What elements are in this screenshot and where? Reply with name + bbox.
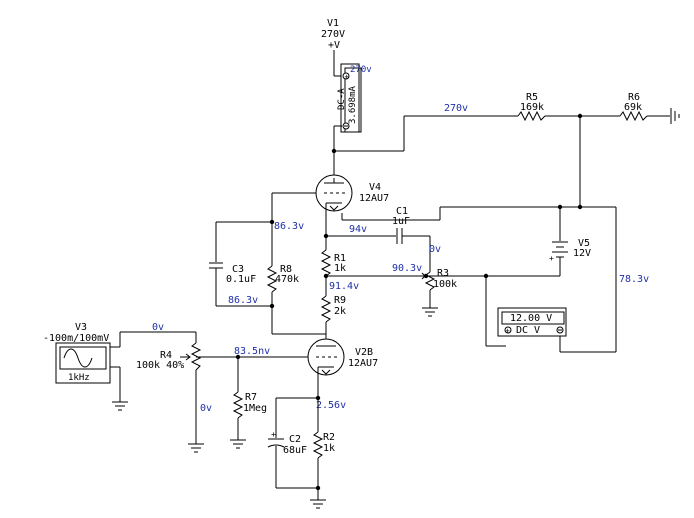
svg-text:R7: R7 [245, 392, 257, 403]
voltmeter-mode: DC V [516, 325, 540, 336]
net-86v-bottom: 86.3v [228, 295, 258, 306]
svg-text:+: + [506, 327, 510, 335]
svg-text:+: + [345, 73, 349, 81]
net-0v-input: 0v [152, 322, 164, 333]
c1-capacitor[interactable]: C1 1uF [392, 206, 410, 244]
svg-text:V1: V1 [327, 18, 339, 29]
svg-text:+: + [549, 254, 554, 263]
ground-right [670, 108, 680, 124]
svg-text:1Meg: 1Meg [243, 403, 267, 414]
svg-text:+: + [271, 430, 276, 439]
r9-resistor[interactable]: R9 2k [320, 295, 346, 323]
svg-text:270V: 270V [321, 29, 345, 40]
svg-text:12AU7: 12AU7 [348, 358, 378, 369]
r2-resistor[interactable]: R2 1k [312, 431, 335, 459]
svg-text:68uF: 68uF [283, 445, 307, 456]
ammeter-probe[interactable]: + DC-A 3.698mA 270v [337, 63, 372, 133]
ground-cathode [310, 499, 326, 509]
svg-text:R4: R4 [160, 350, 172, 361]
net-94v: 94v [349, 224, 367, 235]
svg-text:R6: R6 [628, 92, 640, 103]
svg-text:-100m/100mV: -100m/100mV [43, 333, 109, 344]
net-78v: 78.3v [619, 274, 649, 285]
v3-frequency: 1kHz [68, 373, 90, 383]
svg-text:V5: V5 [578, 238, 590, 249]
svg-text:169k: 169k [520, 102, 544, 113]
ground-r3 [422, 307, 438, 317]
svg-text:1k: 1k [323, 443, 335, 454]
r6-resistor[interactable]: R6 69k [619, 92, 648, 122]
v5-battery[interactable]: + V5 12V [549, 238, 591, 263]
net-86v-top: 86.3v [274, 221, 304, 232]
ground-v3 [112, 401, 128, 411]
svg-text:V3: V3 [75, 322, 87, 333]
svg-text:C2: C2 [289, 434, 301, 445]
net-90v: 90.3v [392, 263, 422, 274]
svg-text:R9: R9 [334, 295, 346, 306]
svg-text:R2: R2 [323, 432, 335, 443]
net-91v: 91.4v [329, 281, 359, 292]
svg-text:R5: R5 [526, 92, 538, 103]
r7-resistor[interactable]: R7 1Meg [232, 391, 267, 419]
net-83nv: 83.5nv [234, 346, 270, 357]
r1-resistor[interactable]: R1 1k [320, 249, 346, 277]
svg-text:C1: C1 [396, 206, 408, 217]
r8-resistor[interactable]: R8 470k [266, 264, 299, 293]
svg-text:12AU7: 12AU7 [359, 193, 389, 204]
ground-r4 [188, 443, 204, 453]
c2-capacitor[interactable]: + C2 68uF [267, 430, 307, 456]
svg-text:1uF: 1uF [392, 216, 410, 227]
net-0v-r4: 0v [200, 403, 212, 414]
v4-tube[interactable]: V4 12AU7 [315, 174, 389, 214]
ground-r7 [230, 439, 246, 449]
ammeter-reading: 3.698mA [348, 85, 358, 124]
svg-text:R3: R3 [437, 268, 449, 279]
svg-text:C3: C3 [232, 264, 244, 275]
svg-text:100k 40%: 100k 40% [136, 360, 184, 371]
svg-text:12V: 12V [573, 248, 591, 259]
net-0v-c1: 0v [429, 244, 441, 255]
ammeter-mode: DC-A [337, 88, 347, 110]
svg-text:+V: +V [328, 40, 340, 51]
voltmeter-reading: 12.00 V [510, 313, 552, 324]
ammeter-net-label: 270v [350, 65, 372, 75]
net-270v: 270v [444, 103, 468, 114]
svg-text:0.1uF: 0.1uF [226, 274, 256, 285]
svg-text:R8: R8 [280, 264, 292, 275]
net-2-56v: 2.56v [316, 400, 346, 411]
svg-text:2k: 2k [334, 306, 346, 317]
svg-text:100k: 100k [433, 279, 457, 290]
svg-text:1k: 1k [334, 263, 346, 274]
svg-text:69k: 69k [624, 102, 642, 113]
v2b-tube[interactable]: V2B 12AU7 [307, 338, 378, 378]
r5-resistor[interactable]: R5 169k [517, 92, 546, 122]
svg-text:V2B: V2B [355, 347, 373, 358]
voltmeter[interactable]: 12.00 V + DC V [497, 307, 567, 337]
svg-text:R1: R1 [334, 253, 346, 264]
svg-text:V4: V4 [369, 182, 381, 193]
r4-potentiometer[interactable]: R4 100k 40% [136, 342, 202, 371]
r3-potentiometer[interactable]: R3 100k [420, 268, 457, 291]
svg-text:470k: 470k [275, 274, 299, 285]
v3-signal-generator[interactable]: V3 -100m/100mV 1kHz [43, 322, 111, 384]
